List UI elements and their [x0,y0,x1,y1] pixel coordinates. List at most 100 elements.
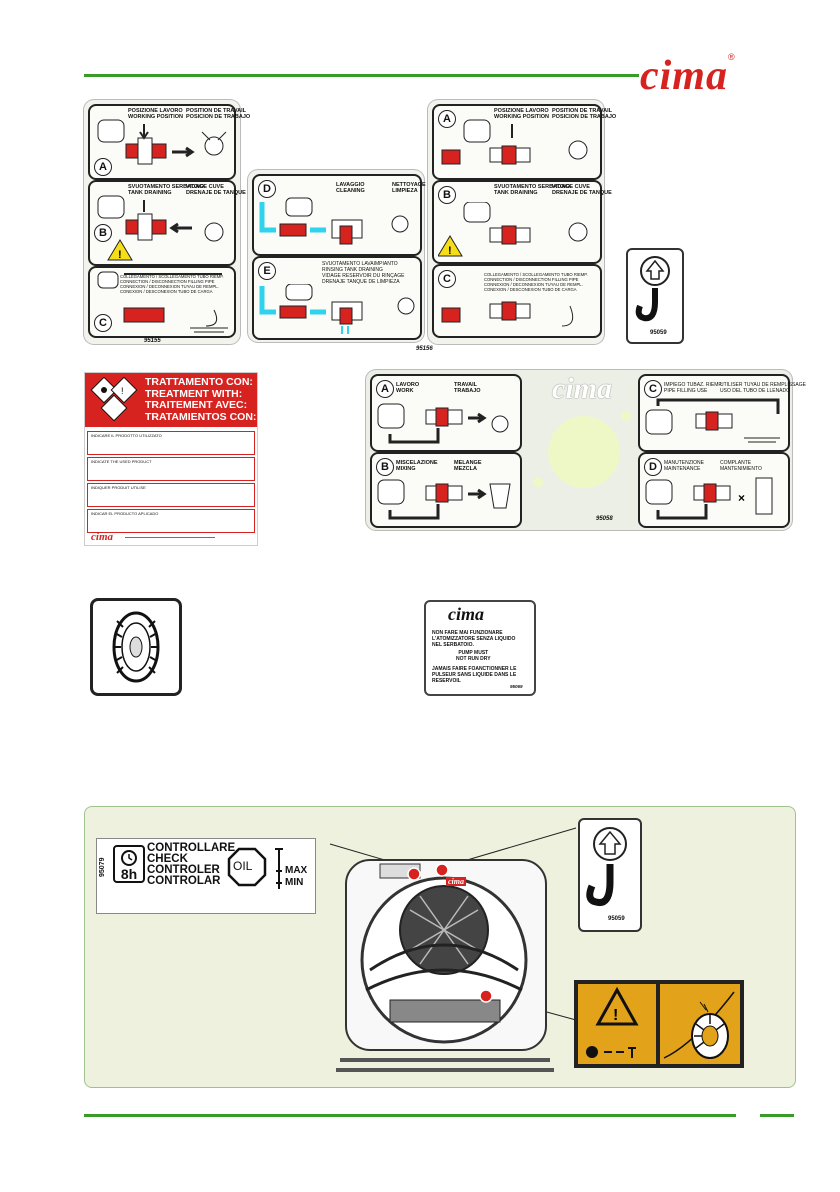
pump-label-code: 95069 [510,684,523,689]
letter-a: A [376,380,394,398]
pump-warning-label: cima NON FARE MAI FUNZIONARE L'ATOMIZZAT… [424,600,536,696]
hook-label-large: 95059 [578,818,642,932]
working-position-diagram [441,119,588,165]
section-b: B SVUOTAMENTO SERBATOIO TANK DRAINING VI… [88,180,246,266]
tank-draining-diagram: ! [438,202,588,257]
product-field[interactable]: INDIQUER PRODUIT UTILISE [87,483,255,507]
maintenance-diagram: × [645,477,773,520]
dipstick-icon [275,848,283,889]
section-a-title: LAVORO WORK [396,382,420,394]
section-a: A POSIZIONE LAVORO WORKING POSITION POSI… [88,104,250,180]
svg-text:!: ! [118,249,122,261]
tank-draining-diagram: ! [97,195,224,261]
label-95155: A POSIZIONE LAVORO WORKING POSITION POSI… [84,100,250,344]
label-95058: A LAVORO WORK TRAVAIL TRABAJO B MISCELAZ… [366,370,806,530]
svg-text:!: ! [613,1007,618,1024]
section-d-title-fr: COMPLANTE MANTENIMIENTO [720,460,762,472]
sprayer-machine-illustration [329,827,577,1072]
svg-text:!: ! [448,245,452,257]
section-a-title-fr: POSITION DE TRAVAIL POSICION DE TRABAJO [186,108,251,120]
fan-icon [663,991,735,1059]
letter-b: B [438,186,456,204]
section-d-title: LAVAGGIO CLEANING [336,182,365,194]
section-a-title-fr: TRAVAIL TRABAJO [454,382,481,394]
svg-text:×: × [738,491,745,505]
letter-b: B [376,458,394,476]
section-c: C COLLEGAMENTO / SCOLLEGAMENTO TUBO RIEM… [432,264,602,338]
label-95156: D LAVAGGIO CLEANING NETTOYAGE LIMPIEZA E… [248,170,426,342]
product-field[interactable]: INDICAR EL PRODUCTO APLICADO [87,509,255,533]
treatment-title: TRATTAMENTO CON: TREATMENT WITH: TRAITEM… [145,376,257,423]
sticker-background-circles [533,411,631,488]
letter-c: C [644,380,662,398]
hook-label: 95059 [626,248,684,344]
section-d: D MANUTENZIONE MAINTENANCE COMPLANTE MAN… [638,452,790,528]
treatment-brand: cima [91,531,113,543]
rinsing-drain-diagram [259,284,415,334]
working-position-diagram [97,119,227,165]
svg-text:!: ! [121,386,124,396]
label-95156-wide: A POSIZIONE LAVORO WORKING POSITION POSI… [416,100,616,352]
section-e: E SVUOTAMENTO LAVAIMPIANTO RINSING TANK … [252,256,422,340]
warning-pictogram: ! [578,984,656,1064]
letter-a: A [438,110,456,128]
letter-c: C [438,270,456,288]
section-b-title-fr: VIDAGE CUVE DRENAJE DE TANQUE [552,184,612,196]
filling-pipe-diagram [97,271,228,333]
section-c: C IMPIEGO TUBAZ. RIEMP. PIPE FILLING USE… [638,374,806,452]
section-a-title: POSIZIONE LAVORO WORKING POSITION [128,108,183,120]
marker-hook [435,863,449,877]
oil-check-label: 95079 8h CONTROLLARE CHECK CONTROLER CON… [96,838,316,914]
section-e-title: SVUOTAMENTO LAVAIMPIANTO RINSING TANK DR… [322,261,405,285]
cleaning-diagram [259,197,409,245]
tyre-icon [112,611,160,683]
section-d: D LAVAGGIO CLEANING NETTOYAGE LIMPIEZA [252,174,426,256]
marker-oil [407,867,421,881]
letter-a: A [94,158,112,176]
hazard-symbols-icon: ! [90,377,138,422]
hook-code: 95059 [608,916,625,922]
letter-e: E [258,262,276,280]
work-diagram [377,403,509,444]
hook-code: 95059 [650,330,667,336]
fan-warning-label: ! [574,980,744,1068]
section-a: A LAVORO WORK TRAVAIL TRABAJO [370,374,522,452]
pump-label-line1: NON FARE MAI FUNZIONARE L'ATOMIZZATORE S… [432,630,516,648]
lifting-hook-icon [635,256,670,322]
brand-logo: cima® [640,52,735,99]
header-rule [84,74,639,77]
section-b-title-fr: VIDAGE CUVE DRENAJE DE TANQUE [186,184,246,196]
machine-brand: cima [446,877,466,886]
treatment-rule [125,537,215,538]
letter-d: D [258,180,276,198]
oil-check-text: CONTROLLARE CHECK CONTROLER CONTROLAR [147,842,236,887]
oil-octagon-icon [227,847,267,887]
warning-triangle-icon: ! [586,986,639,1058]
section-b: B MISCELAZIONE MIXING MELANGE MEZCLA [370,452,522,528]
oil-label-code: 95079 [99,857,106,877]
fan-pictogram [660,984,740,1064]
treatment-header: ! TRATTAMENTO CON: TREATMENT WITH: TRAIT… [85,373,257,427]
brand-watermark: cima [552,372,612,405]
mixing-diagram [377,479,511,520]
section-a: A POSIZIONE LAVORO WORKING POSITION POSI… [432,104,616,180]
clock-icon: 8h [113,845,145,883]
product-field[interactable]: INDICARE IL PRODOTTO UTILIZZATO [87,431,255,455]
pump-label-line2: PUMP MUST NOT RUN DRY [456,650,491,662]
letter-b: B [94,224,112,242]
section-d-title: MANUTENZIONE MAINTENANCE [664,460,704,472]
marker-fan [479,989,493,1003]
filling-pipe-diagram [645,398,780,443]
tyre-label [90,598,182,696]
oil-min: MIN [285,877,304,888]
section-b-title: SVUOTAMENTO SERBATOIO TANK DRAINING [494,184,570,196]
section-b-title: MISCELAZIONE MIXING [396,460,438,472]
section-c-title-fr: UTILISER TUYAU DE REMPLISSAGE USO DEL TU… [720,382,806,394]
label-code: 95155 [144,338,161,344]
section-b-title-fr: MELANGE MEZCLA [454,460,482,472]
label-code: 95156 [416,346,433,352]
product-field[interactable]: INDICATE THE USED PRODUCT [87,457,255,481]
section-c-title: COLLEGAMENTO / SCOLLEGAMENTO TUBO RIEMP.… [120,274,224,294]
label-code: 95058 [596,516,613,522]
pump-label-line3: JAMAIS FAIRE FOANCTIONNER LE PULSEUR SAN… [432,666,517,684]
